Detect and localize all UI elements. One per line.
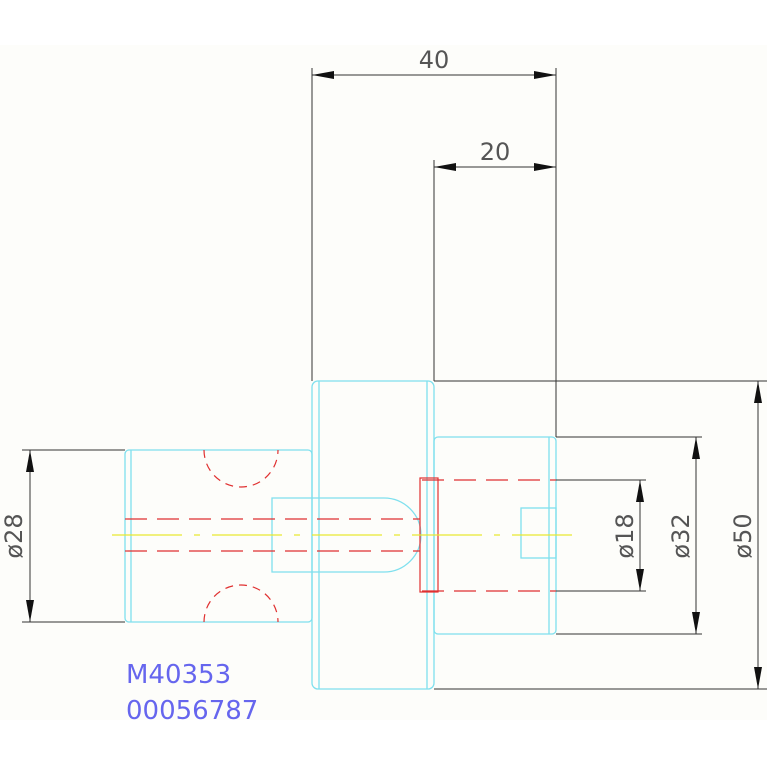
part-number: 00056787 [126,696,258,726]
hidden-lines [125,449,556,623]
dim-dia-flange [434,380,767,690]
dim-label-40: 40 [419,46,450,74]
dim-dia-right [556,436,702,635]
drawing-sheet [0,45,767,720]
dim-dia-bore [556,479,646,592]
dim-label-dia28: ø28 [0,513,28,558]
groove-bottom [203,584,279,623]
end-key [520,507,557,559]
dim-total-length [311,68,557,437]
dim-label-dia18: ø18 [611,513,639,558]
left-shaft [124,449,313,623]
dim-label-dia32: ø32 [667,513,695,558]
part-code: M40353 [126,660,231,690]
dim-dia-left [22,449,125,623]
pin [271,497,422,573]
groove-top [203,449,279,488]
dim-label-dia50: ø50 [729,513,757,558]
dim-step-length [433,160,556,381]
dim-label-20: 20 [480,138,511,166]
